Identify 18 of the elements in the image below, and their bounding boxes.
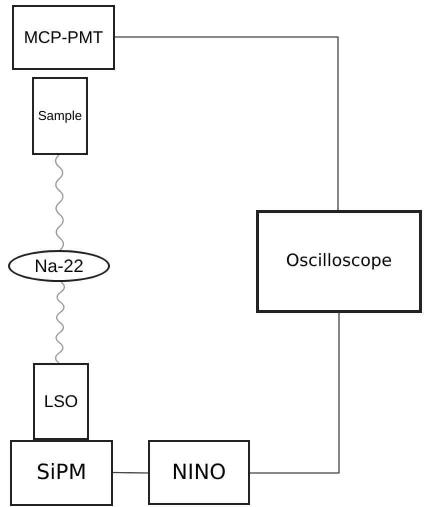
electronics-box bbox=[148, 440, 250, 505]
wavy-line bbox=[55, 282, 65, 364]
sipm-box bbox=[10, 440, 113, 506]
connector-line bbox=[250, 313, 340, 474]
connector-line bbox=[113, 472, 148, 474]
crystal-box bbox=[33, 363, 89, 440]
connector-line bbox=[115, 36, 339, 210]
node-label: Oscilloscope bbox=[286, 250, 392, 273]
node-label: MCP-PMT bbox=[24, 26, 104, 49]
sample-box bbox=[32, 77, 88, 155]
wavy-line bbox=[54, 154, 64, 250]
oscilloscope-box bbox=[256, 210, 422, 313]
detector-box bbox=[12, 5, 115, 70]
node-label: Sample bbox=[38, 107, 82, 126]
node-label: LSO bbox=[44, 390, 78, 413]
node-label: NINO bbox=[172, 458, 226, 486]
node-label: SiPM bbox=[36, 459, 86, 486]
node-label: Na-22 bbox=[34, 254, 84, 278]
